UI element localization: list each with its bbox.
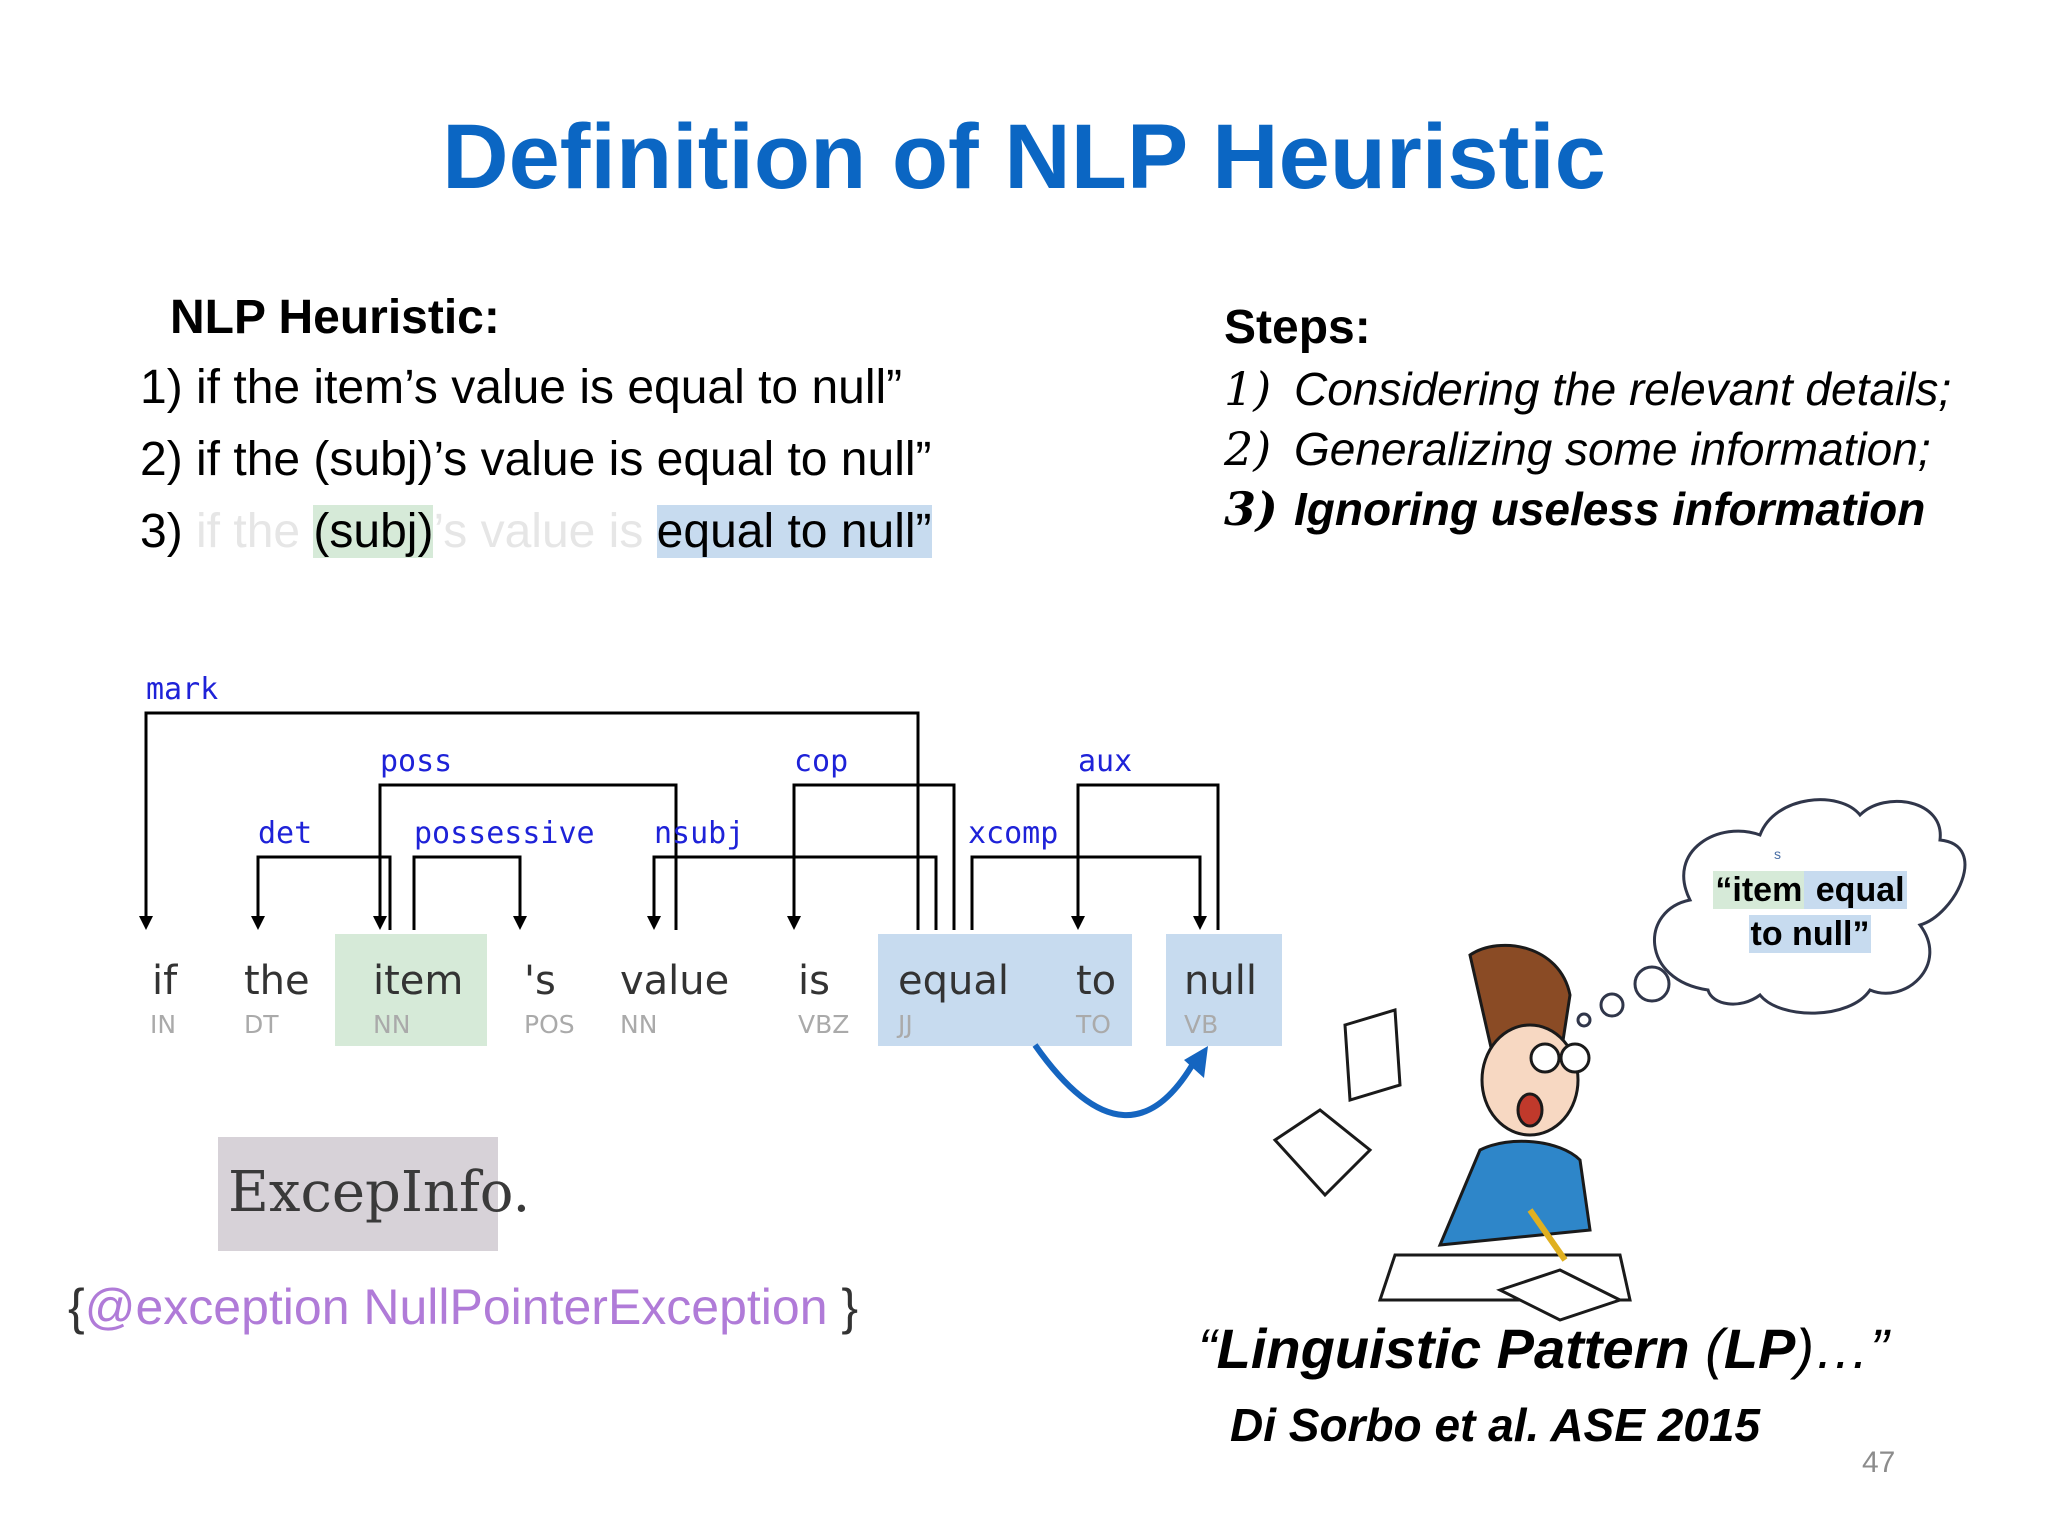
linguistic-pattern-quote: “Linguistic Pattern (LP)…”: [1198, 1316, 1889, 1381]
bubble-dot-small: [1576, 1012, 1592, 1028]
rel-cop: cop: [794, 744, 849, 779]
rel-possessive: possessive: [414, 816, 595, 851]
mouth: [1516, 1092, 1544, 1128]
lp-close: )…”: [1795, 1317, 1889, 1380]
arrowhead-is: [787, 916, 801, 930]
exception-close-brace: }: [827, 1279, 859, 1335]
pos-equal: JJ: [898, 1010, 913, 1039]
bubble-small-s: s: [1774, 846, 1781, 862]
excep-info-box: [218, 1137, 498, 1251]
excep-info-label: ExcepInfo.: [228, 1160, 531, 1225]
heuristic-line-3: 3) if the (subj)’s value is equal to nul…: [140, 504, 932, 559]
step-3-number: 3): [1224, 482, 1278, 536]
bubble-equal: equal: [1804, 871, 1907, 909]
exception-tag: @exception NullPointerException: [84, 1279, 828, 1335]
pos-value: NN: [620, 1010, 658, 1039]
citation: Di Sorbo et al. ASE 2015: [1230, 1399, 1761, 1451]
step-3: 3) Ignoring useless information: [1224, 482, 1925, 536]
step-2-text: Generalizing some information;: [1294, 423, 1931, 475]
token-the: the: [244, 958, 310, 1004]
arrowhead-if: [139, 916, 153, 930]
det-arc: [256, 855, 392, 930]
nsubj-arc: [652, 855, 938, 930]
rel-aux: aux: [1078, 744, 1133, 779]
token-to: to: [1076, 958, 1117, 1004]
step-1-number: 1): [1224, 362, 1272, 416]
token-if: if: [152, 958, 178, 1004]
pencil: [1527, 1208, 1568, 1262]
equal-to-token-highlight: [878, 934, 1132, 1046]
shirt: [1437, 1139, 1592, 1247]
cop-arc: [792, 783, 956, 930]
bubble-item: “item: [1713, 871, 1805, 909]
exception-open-brace: {: [68, 1279, 85, 1335]
lp-abbrev: LP: [1723, 1317, 1796, 1380]
bubble-to-null: to null”: [1748, 915, 1872, 953]
line3-equal-highlight: equal to null”: [656, 505, 932, 558]
pos-item: NN: [373, 1010, 411, 1039]
aux-arc: [1076, 783, 1220, 930]
step-3-text: Ignoring useless information: [1294, 483, 1926, 535]
eye-left: [1529, 1042, 1561, 1074]
heuristic-line-1: 1) if the item’s value is equal to null”: [140, 361, 903, 414]
line3-faded-middle: ’s value is: [433, 505, 657, 558]
arrowhead-item: [373, 916, 387, 930]
token-equal: equal: [898, 958, 1009, 1004]
mark-arc: [144, 711, 920, 930]
line3-subj-highlight: (subj): [313, 505, 434, 558]
rel-mark: mark: [146, 672, 219, 707]
bubble-dot-medium: [1599, 992, 1625, 1018]
rel-det: det: [258, 816, 313, 851]
step-2: 2) Generalizing some information;: [1224, 422, 1931, 476]
step-2-number: 2): [1224, 422, 1272, 476]
flying-paper-1: [1272, 1108, 1373, 1198]
line3-number: 3): [140, 505, 197, 558]
heuristic-heading: NLP Heuristic:: [170, 291, 500, 344]
rel-poss: poss: [380, 744, 453, 779]
curved-arrow-head: [1184, 1046, 1208, 1078]
exception-tag-line: {@exception NullPointerException }: [68, 1278, 858, 1336]
item-token-highlight: [335, 934, 487, 1046]
lp-bold-text: Linguistic Pattern: [1216, 1317, 1690, 1380]
thinking-person-illustration: [1272, 943, 1632, 1322]
bubble-dot-large: [1633, 965, 1671, 1003]
arrowhead-the: [251, 916, 265, 930]
pos-if: IN: [150, 1010, 177, 1039]
possessive-arc: [412, 855, 522, 930]
step-1: 1) Considering the relevant details;: [1224, 362, 1951, 416]
null-token-highlight: [1166, 934, 1282, 1046]
lp-open-quote: “: [1198, 1317, 1217, 1380]
pos-null: VB: [1184, 1010, 1219, 1039]
pos-to: TO: [1076, 1010, 1111, 1039]
pos-the: DT: [244, 1010, 279, 1039]
arrowhead-value: [647, 916, 661, 930]
line3-faded-prefix: if the: [196, 505, 314, 558]
arrowhead-s: [513, 916, 527, 930]
desk-paper-3: [1496, 1268, 1624, 1322]
heuristic-line-2: 2) if the (subj)’s value is equal to nul…: [140, 433, 932, 486]
pos-possessive-s: POS: [524, 1010, 575, 1039]
bubble-text: “item equal to null”: [1700, 868, 1920, 956]
token-null: null: [1184, 958, 1257, 1004]
flying-paper-2: [1343, 1008, 1402, 1102]
rel-xcomp: xcomp: [968, 816, 1059, 851]
arrowhead-to: [1071, 916, 1085, 930]
xcomp-arc: [970, 855, 1202, 930]
slide-title: Definition of NLP Heuristic: [442, 106, 1606, 208]
page-number: 47: [1862, 1446, 1896, 1479]
token-value: value: [620, 958, 730, 1004]
token-possessive-s: 's: [524, 958, 556, 1004]
token-is: is: [798, 958, 830, 1004]
rel-nsubj: nsubj: [654, 816, 745, 851]
lp-mid: (: [1689, 1317, 1724, 1380]
token-item: item: [373, 958, 464, 1004]
curved-arrow: [1032, 1043, 1201, 1119]
pos-is: VBZ: [798, 1010, 850, 1039]
steps-heading: Steps:: [1224, 301, 1371, 354]
step-1-text: Considering the relevant details;: [1294, 363, 1952, 415]
arrowhead-null: [1193, 916, 1207, 930]
eye-right: [1559, 1042, 1591, 1074]
